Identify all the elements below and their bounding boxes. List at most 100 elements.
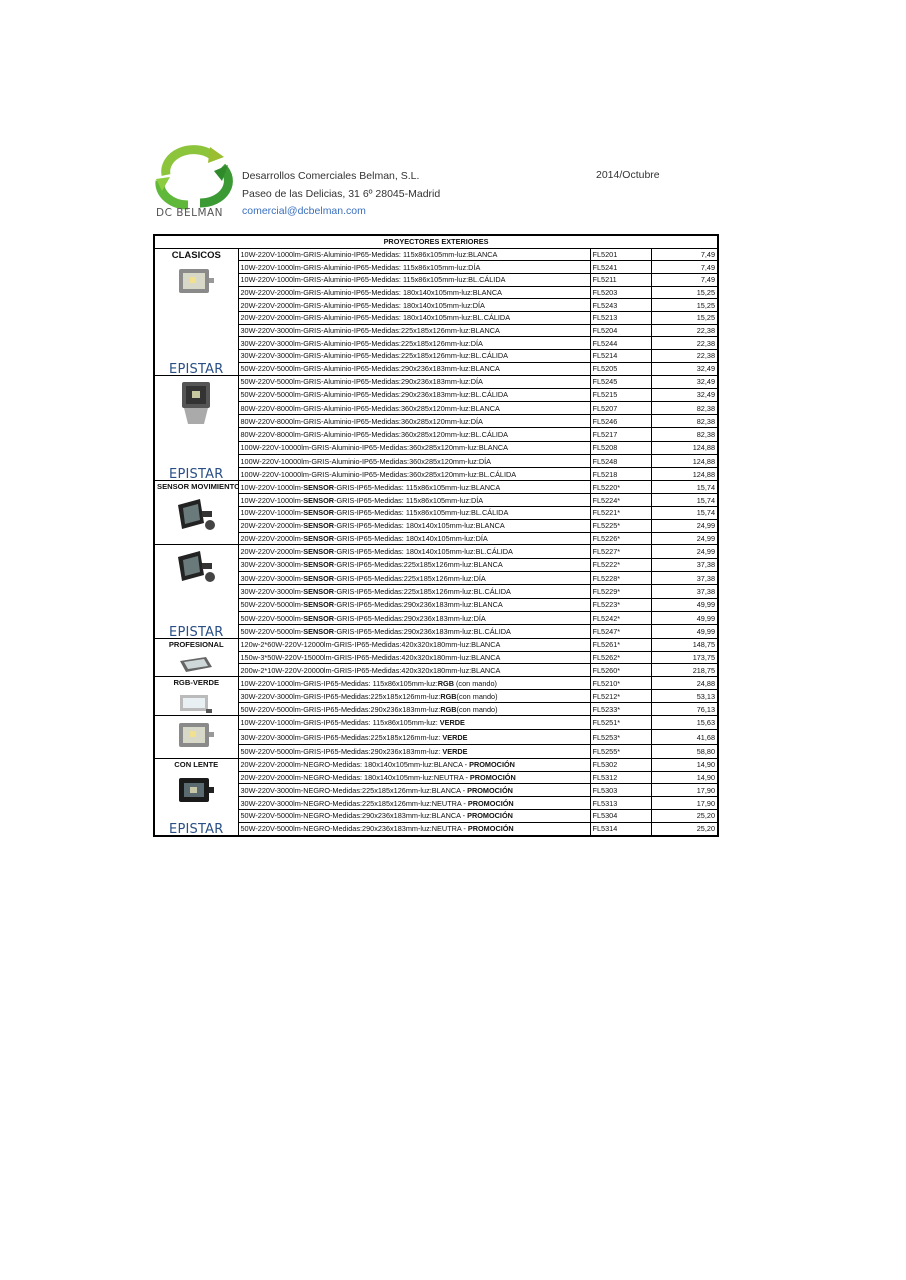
code-cell: FL5262* xyxy=(589,650,652,665)
price-cell: 124,88 xyxy=(650,453,719,469)
table-row: 30W-220V-3000lm-GRIS-Aluminio-IP65-Medid… xyxy=(154,323,719,338)
document-date: 2014/Octubre xyxy=(596,169,660,181)
price-cell: 32,49 xyxy=(650,361,719,376)
code-cell: FL5245 xyxy=(589,374,652,389)
company-name: Desarrollos Comerciales Belman, S.L. xyxy=(242,170,420,182)
description-cell: 20W-220V-2000lm-GRIS-Aluminio-IP65-Medid… xyxy=(237,298,591,313)
table-row: 30W-220V-3000lm-SENSOR-GRIS-IP65-Medidas… xyxy=(154,571,719,586)
description-cell: 30W-220V-3000lm-GRIS-IP65-Medidas:225x18… xyxy=(237,689,591,704)
description-text: 50W-220V-5000lm- xyxy=(240,626,304,636)
code-cell: FL5227* xyxy=(589,544,652,559)
description-text: -GRIS-IP65-Medidas:225x185x126mm-luz:DÍA xyxy=(334,573,486,583)
table-row: 30W-220V-3000lm-GRIS-IP65-Medidas:225x18… xyxy=(154,729,719,745)
price-cell: 32,49 xyxy=(650,387,719,403)
group-wrap: EPISTAR xyxy=(157,549,236,637)
description-text: -GRIS-IP65-Medidas: 115x86x105mm-luz:DÍA xyxy=(334,495,484,505)
description-text: 10W-220V-1000lm-GRIS-IP65-Medidas: 115x8… xyxy=(240,678,438,688)
description-highlight: SENSOR xyxy=(303,521,335,531)
table-row: 30W-220V-3000lm-GRIS-IP65-Medidas:225x18… xyxy=(154,689,719,704)
code-cell: FL5242* xyxy=(589,610,652,626)
table-row: 20W-220V-2000lm-SENSOR-GRIS-IP65-Medidas… xyxy=(154,518,719,533)
code-cell: FL5221* xyxy=(589,505,652,520)
description-highlight: SENSOR xyxy=(303,533,335,543)
description-text: 20W-220V-2000lm-NEGRO-Medidas: 180x140x1… xyxy=(240,773,470,783)
code-cell: FL5228* xyxy=(589,571,652,586)
description-text: 20W-220V-2000lm-NEGRO-Medidas: 180x140x1… xyxy=(240,760,470,770)
code-cell: FL5224* xyxy=(589,493,652,507)
price-cell: 22,38 xyxy=(650,336,719,351)
price-cell: 7,49 xyxy=(650,272,719,287)
description-text: 30W-220V-3000lm-NEGRO-Medidas:225x185x12… xyxy=(240,785,468,795)
group-cell: PROFESIONAL xyxy=(153,637,239,678)
table-row: 50W-220V-5000lm-SENSOR-GRIS-IP65-Medidas… xyxy=(154,597,719,612)
description-cell: 50W-220V-5000lm-GRIS-Aluminio-IP65-Medid… xyxy=(237,361,591,376)
company-email[interactable]: comercial@dcbelman.com xyxy=(242,205,366,217)
description-highlight: SENSOR xyxy=(303,547,335,557)
table-row: 20W-220V-2000lm-GRIS-Aluminio-IP65-Medid… xyxy=(154,311,719,325)
group-wrap: SENSOR MOVIMIENTO xyxy=(157,482,237,544)
table-row: 50W-220V-5000lm-NEGRO-Medidas:290x236x18… xyxy=(154,808,719,823)
description-text: 10W-220V-1000lm- xyxy=(240,508,304,518)
price-cell: 82,38 xyxy=(650,414,719,429)
description-text: 20W-220V-2000lm-GRIS-Aluminio-IP65-Medid… xyxy=(240,313,511,323)
description-text: 20W-220V-2000lm-GRIS-Aluminio-IP65-Medid… xyxy=(240,300,485,310)
description-text: 20W-220V-2000lm- xyxy=(240,533,304,543)
price-cell: 37,38 xyxy=(650,584,719,599)
description-text: -GRIS-IP65-Medidas: 180x140x105mm-luz:DÍ… xyxy=(334,533,488,543)
price-cell: 15,25 xyxy=(650,311,719,325)
description-text: 50W-220V-5000lm- xyxy=(240,600,304,610)
table-row: 100W-220V-10000lm-GRIS-Aluminio-IP65-Med… xyxy=(154,440,719,455)
code-cell: FL5229* xyxy=(589,584,652,599)
price-cell: 22,38 xyxy=(650,349,719,363)
price-cell: 14,90 xyxy=(650,770,719,785)
price-cell: 124,88 xyxy=(650,467,719,482)
description-cell: 20W-220V-2000lm-NEGRO-Medidas: 180x140x1… xyxy=(237,770,591,785)
table-row: 30W-220V-3000lm-SENSOR-GRIS-IP65-Medidas… xyxy=(154,557,719,573)
code-cell: FL5204 xyxy=(589,323,652,338)
description-text: -GRIS-IP65-Medidas: 115x86x105mm-luz:BLA… xyxy=(334,482,501,492)
table-row: 10W-220V-1000lm-GRIS-Aluminio-IP65-Medid… xyxy=(154,260,719,274)
table-row: 50W-220V-5000lm-SENSOR-GRIS-IP65-Medidas… xyxy=(154,624,719,639)
price-cell: 76,13 xyxy=(650,702,719,717)
code-cell: FL5208 xyxy=(589,440,652,455)
description-cell: 200w-2*10W-220V-20000lm-GRIS-IP65-Medida… xyxy=(237,663,591,678)
description-text: 50W-220V-5000lm-NEGRO-Medidas:290x236x18… xyxy=(240,811,468,821)
description-highlight: VERDE xyxy=(442,732,468,742)
description-cell: 10W-220V-1000lm-GRIS-Aluminio-IP65-Medid… xyxy=(237,247,591,262)
description-text: 50W-220V-5000lm-GRIS-IP65-Medidas:290x23… xyxy=(240,746,443,756)
code-cell: FL5312 xyxy=(589,770,652,785)
description-cell: 50W-220V-5000lm-GRIS-Aluminio-IP65-Medid… xyxy=(237,387,591,403)
description-cell: 50W-220V-5000lm-SENSOR-GRIS-IP65-Medidas… xyxy=(237,610,591,626)
table-row: 30W-220V-3000lm-NEGRO-Medidas:225x185x12… xyxy=(154,796,719,810)
table-row: 20W-220V-2000lm-NEGRO-Medidas: 180x140x1… xyxy=(154,770,719,785)
price-cell: 15,74 xyxy=(650,505,719,520)
description-text: -GRIS-IP65-Medidas: 180x140x105mm-luz:BL… xyxy=(334,547,513,557)
floodlight-image xyxy=(157,775,236,812)
group-cell xyxy=(153,715,239,759)
description-text: 50W-220V-5000lm- xyxy=(240,613,304,623)
description-highlight: VERDE xyxy=(442,746,468,756)
description-text: -GRIS-IP65-Medidas:290x236x183mm-luz:BL.… xyxy=(334,626,511,636)
logo-text: DC BELMAN xyxy=(156,207,224,219)
price-cell: 148,75 xyxy=(650,637,719,652)
code-cell: FL5211 xyxy=(589,272,652,287)
description-text: 80W-220V-8000lm-GRIS-Aluminio-IP65-Medid… xyxy=(240,403,500,413)
description-text: 20W-220V-2000lm- xyxy=(240,547,304,557)
description-highlight: SENSOR xyxy=(303,626,335,636)
description-text: -GRIS-IP65-Medidas: 180x140x105mm-luz:BL… xyxy=(334,521,505,531)
description-text: 200w-2*10W-220V-20000lm-GRIS-IP65-Medida… xyxy=(240,665,501,675)
price-cell: 37,38 xyxy=(650,557,719,573)
table-row: 10W-220V-1000lm-SENSOR-GRIS-IP65-Medidas… xyxy=(154,505,719,520)
description-highlight: SENSOR xyxy=(303,560,335,570)
description-cell: 20W-220V-2000lm-SENSOR-GRIS-IP65-Medidas… xyxy=(237,531,591,546)
code-cell: FL5251* xyxy=(589,715,652,731)
description-highlight: SENSOR xyxy=(303,508,335,518)
code-cell: FL5207 xyxy=(589,401,652,416)
price-cell: 17,90 xyxy=(650,796,719,810)
group-label: PROFESIONAL xyxy=(168,639,224,649)
description-highlight: SENSOR xyxy=(303,613,335,623)
